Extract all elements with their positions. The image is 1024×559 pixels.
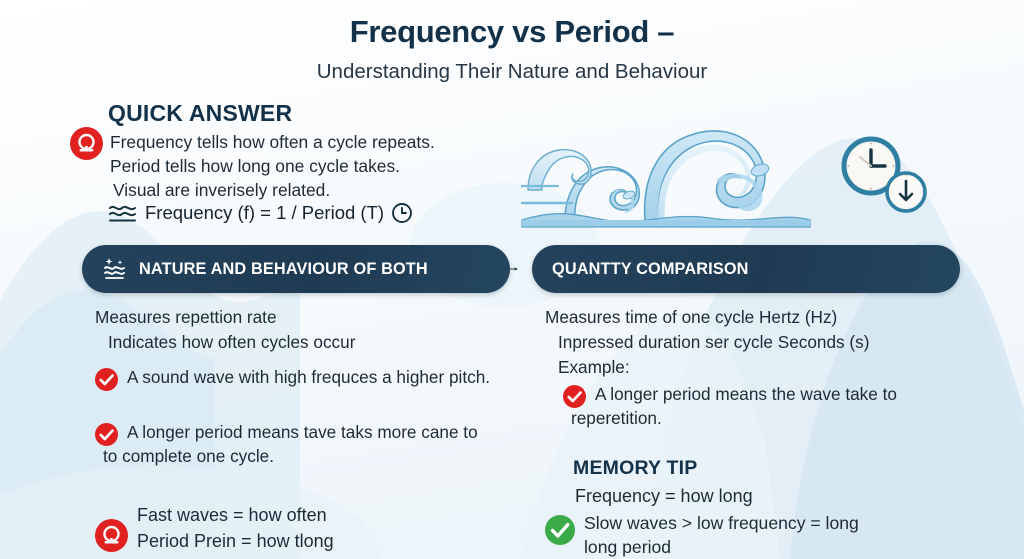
red-alert-circle-icon (70, 127, 103, 160)
quick-answer-lines: Frequency tells how often a cycle repeat… (110, 130, 490, 203)
memory-tip-line-2: long period (584, 537, 672, 557)
arrow-right-icon (503, 267, 518, 271)
memory-tip-bullet: Slow waves > low frequency = long long p… (545, 511, 995, 559)
memory-tip-heading: MEMORY TIP (573, 457, 698, 479)
quick-answer-line-3: Visual are inverisely related. (113, 180, 331, 201)
red-check-circle-icon (95, 423, 118, 446)
wave-sparkle-icon (104, 258, 125, 279)
clock-large-icon (841, 136, 901, 196)
ocean-waves-illustration (520, 130, 811, 228)
page-title: Frequency vs Period – (349, 14, 675, 49)
memory-tip-line-1: Slow waves > low frequency = long (584, 513, 859, 533)
clock-small-download-icon (885, 171, 927, 213)
left-footer-text: Fast waves = how often Period Prein = ho… (137, 502, 334, 554)
right-bullet-1-line-1: A longer period means the wave take to (595, 384, 897, 404)
left-column: Measures repettion rate Indicates how of… (95, 305, 545, 554)
quick-answer-line-2: Period tells how long one cycle takes. (110, 156, 401, 177)
red-check-circle-icon (95, 368, 118, 391)
left-plain-line-1: Measures repettion rate (95, 307, 277, 327)
quick-answer-line-1: Frequency tells how often a cycle repeat… (110, 132, 435, 152)
right-bullet-1-line-2: reperetition. (571, 407, 662, 428)
left-footer-line-1: Fast waves = how often (137, 505, 327, 525)
left-bullet-1: A sound wave with high frequces a higher… (95, 366, 545, 391)
left-bullet-2-text: A longer period means tave taks more can… (103, 421, 478, 468)
memory-tip-bullet-text: Slow waves > low frequency = long long p… (584, 511, 859, 559)
pill-quantity-comparison[interactable]: QUANTTY COMPARISON (532, 245, 960, 293)
right-plain-line-1: Measures time of one cycle Hertz (Hz) (545, 307, 838, 327)
left-bullet-1-text: A sound wave with high frequces a higher… (127, 367, 491, 387)
right-column: Measures time of one cycle Hertz (Hz) In… (545, 305, 995, 559)
clock-icon (392, 203, 412, 223)
right-plain-line-2: Inpressed duration ser cycle Seconds (s) (558, 332, 870, 352)
right-bullet-1: A longer period means the wave take to r… (545, 383, 995, 430)
right-bullet-1-text: A longer period means the wave take to r… (571, 383, 897, 430)
right-plain-line-3: Example: (558, 357, 630, 377)
pill-nature-and-behaviour[interactable]: NATURE AND BEHAVIOUR OF BOTH (82, 245, 510, 293)
left-plain-line-2: Indicates how often cycles occur (108, 332, 356, 352)
wave-lines-icon (109, 205, 136, 222)
left-footer-block: Fast waves = how often Period Prein = ho… (95, 502, 545, 554)
formula-row: Frequency (f) = 1 / Period (T) (108, 201, 413, 225)
green-check-circle-icon (545, 515, 575, 545)
quick-answer-heading: QUICK ANSWER (108, 100, 293, 126)
left-footer-line-2: Period Prein = how tlong (137, 531, 334, 551)
memory-tip-plain-line: Frequency = how long (575, 486, 753, 506)
pill-left-label: NATURE AND BEHAVIOUR OF BOTH (139, 259, 428, 278)
formula-text: Frequency (f) = 1 / Period (T) (145, 202, 385, 223)
pill-right-label: QUANTTY COMPARISON (552, 259, 749, 278)
left-bullet-2: A longer period means tave taks more can… (95, 421, 545, 468)
red-check-circle-icon (563, 385, 586, 408)
left-bullet-2-line-1: A longer period means tave taks more can… (127, 422, 478, 442)
red-alert-circle-icon (95, 518, 128, 552)
page-subtitle: Understanding Their Nature and Behaviour (316, 60, 708, 83)
left-bullet-2-line-2: to complete one cycle. (103, 445, 275, 466)
